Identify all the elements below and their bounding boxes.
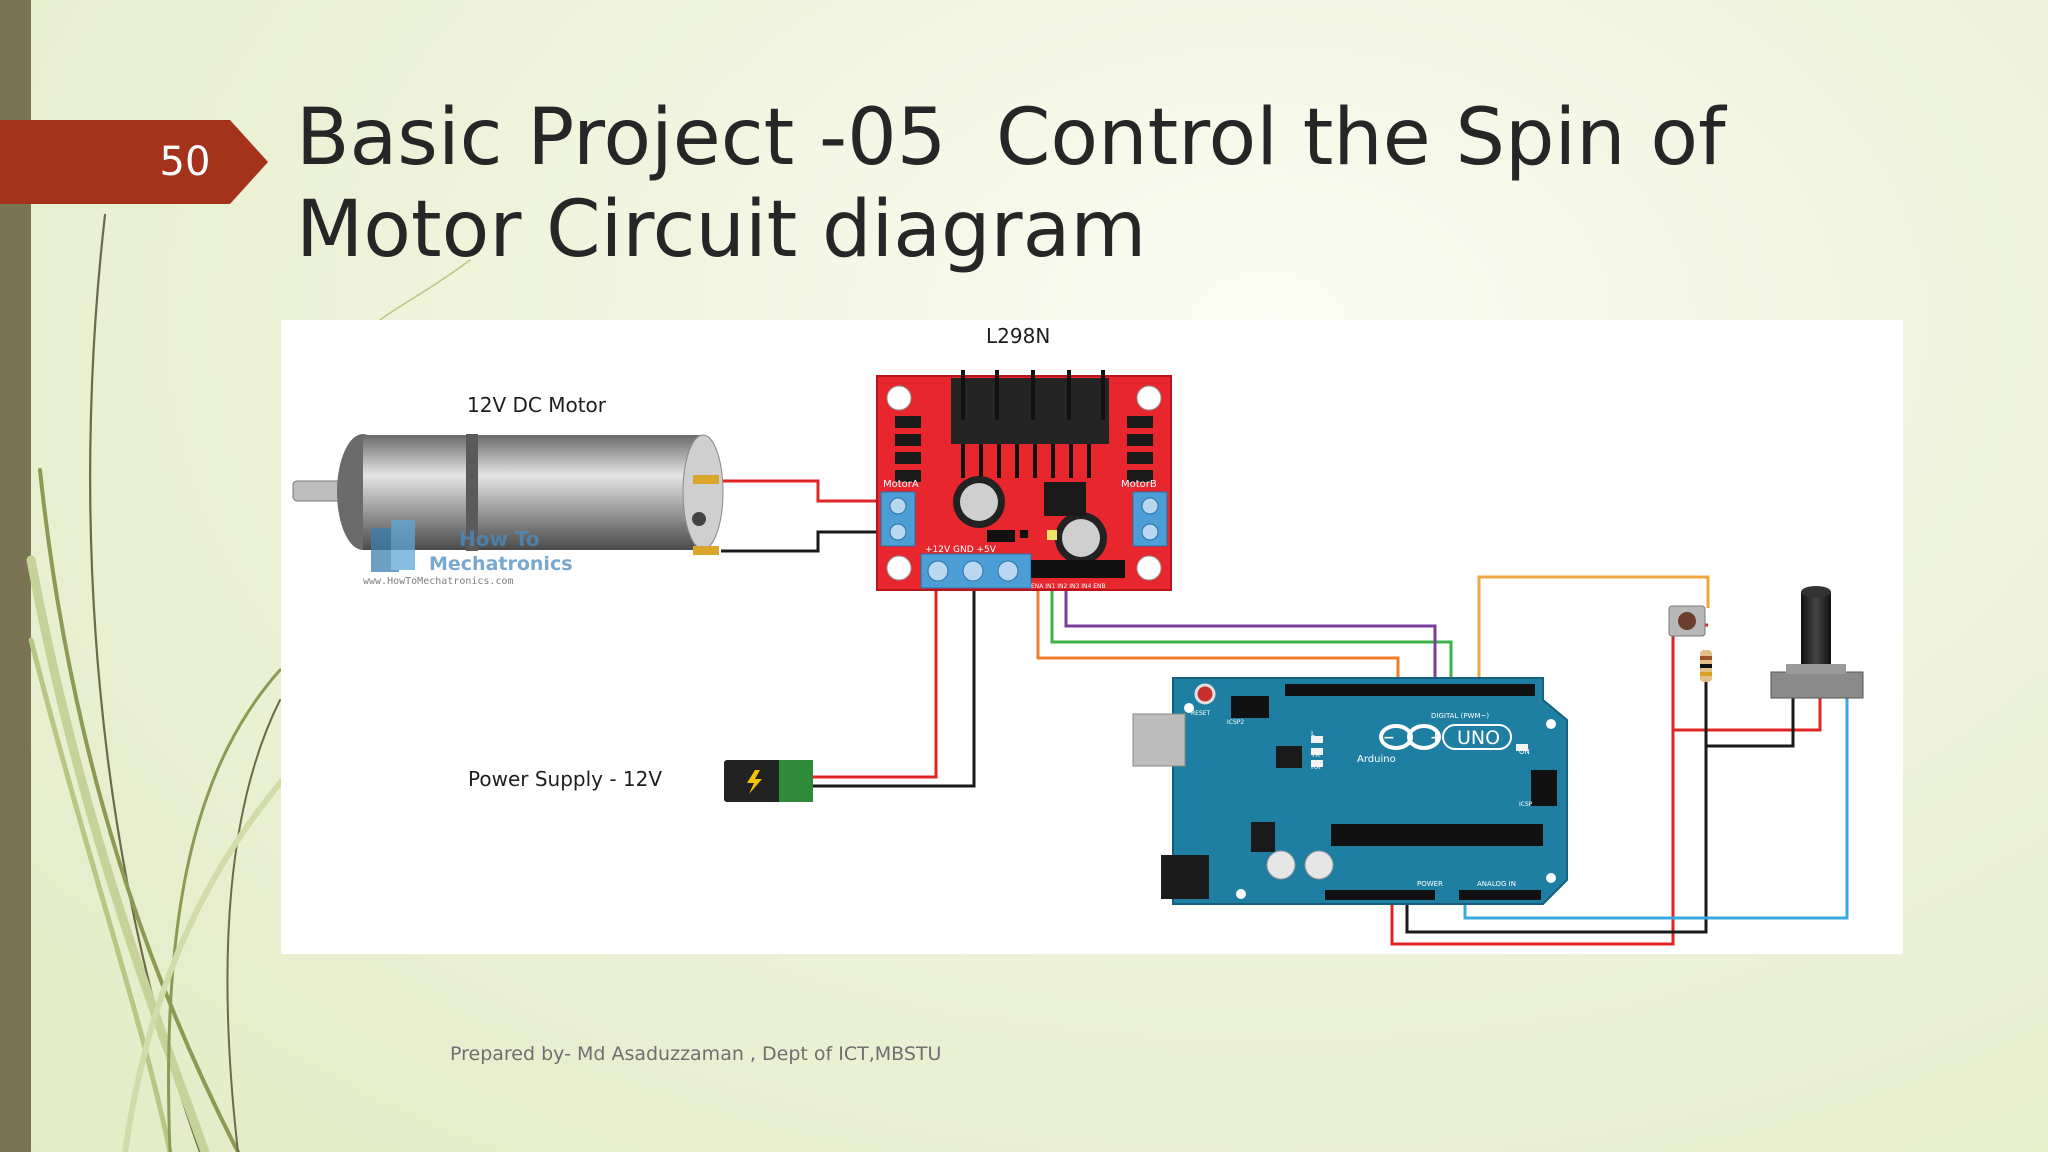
push-button (1668, 605, 1706, 637)
driver-label: L298N (986, 324, 1050, 348)
motor-label: 12V DC Motor (467, 393, 607, 417)
svg-text:How To: How To (459, 527, 540, 551)
svg-text:www.HowToMechatronics.com: www.HowToMechatronics.com (363, 576, 514, 587)
footer-credit: Prepared by- Md Asaduzzaman , Dept of IC… (450, 1043, 942, 1065)
potentiometer (1770, 586, 1864, 699)
circuit-diagram-svg: How To Mechatronics www.HowToMechatronic… (292, 324, 1864, 946)
svg-text:UNO: UNO (1457, 727, 1500, 749)
svg-text:ICSP2: ICSP2 (1227, 719, 1244, 726)
svg-text:MotorB: MotorB (1121, 479, 1157, 490)
wires (721, 479, 1849, 946)
power-wire-red (811, 588, 938, 779)
svg-text:ANALOG IN: ANALOG IN (1477, 880, 1516, 888)
motor-wire-red (721, 479, 881, 503)
in2-wire-purple (1064, 585, 1437, 686)
motor-wire-black (721, 530, 881, 553)
svg-text:+: + (1430, 730, 1442, 746)
slide-title-line-1: Basic Project -05 Control the Spin of (296, 93, 1726, 183)
slide-number: 50 (159, 139, 211, 185)
svg-text:−: − (1383, 730, 1395, 746)
svg-text:+12V GND +5V: +12V GND +5V (925, 545, 997, 555)
5v-wire-red (1390, 698, 1822, 946)
svg-text:Arduino: Arduino (1357, 754, 1396, 765)
svg-text:RESET: RESET (1191, 710, 1211, 717)
button-wire-orange (1477, 575, 1710, 686)
resistor (1700, 650, 1712, 682)
svg-text:ICSP: ICSP (1519, 801, 1533, 808)
power-wire-black (811, 588, 976, 788)
slide-title-line-2: Motor Circuit diagram (296, 185, 1147, 275)
analog-wire-blue (1463, 698, 1849, 920)
gnd-wire-black (1405, 698, 1795, 934)
in1-wire-green (1050, 585, 1453, 686)
l298n-driver-board: MotorA MotorB +12V GND +5V ENA IN1 IN2 I… (876, 370, 1172, 591)
slide-title: Basic Project -05 Control the Spin of Mo… (296, 92, 1896, 276)
svg-text:MotorA: MotorA (883, 479, 919, 490)
svg-text:DIGITAL (PWM~): DIGITAL (PWM~) (1431, 712, 1489, 720)
power-jack (724, 760, 813, 802)
slide-number-tag (0, 120, 268, 204)
svg-text:POWER: POWER (1417, 880, 1443, 888)
svg-text:ON: ON (1519, 748, 1530, 756)
circuit-diagram: How To Mechatronics www.HowToMechatronic… (281, 320, 1903, 954)
dc-motor (292, 434, 724, 555)
arduino-uno-board: + − UNO Arduino DIGITAL (PWM~) POWER ANA… (1132, 677, 1568, 905)
svg-text:Mechatronics: Mechatronics (429, 553, 573, 575)
svg-text:L: L (1311, 730, 1315, 738)
watermark: How To Mechatronics www.HowToMechatronic… (363, 520, 573, 587)
power-supply-label: Power Supply - 12V (468, 767, 662, 791)
ena-wire-orange (1036, 585, 1400, 686)
svg-text:ENA IN1 IN2 IN3 IN4 ENB: ENA IN1 IN2 IN3 IN4 ENB (1031, 583, 1106, 590)
svg-text:RX: RX (1311, 763, 1321, 771)
svg-text:TX: TX (1310, 751, 1320, 759)
